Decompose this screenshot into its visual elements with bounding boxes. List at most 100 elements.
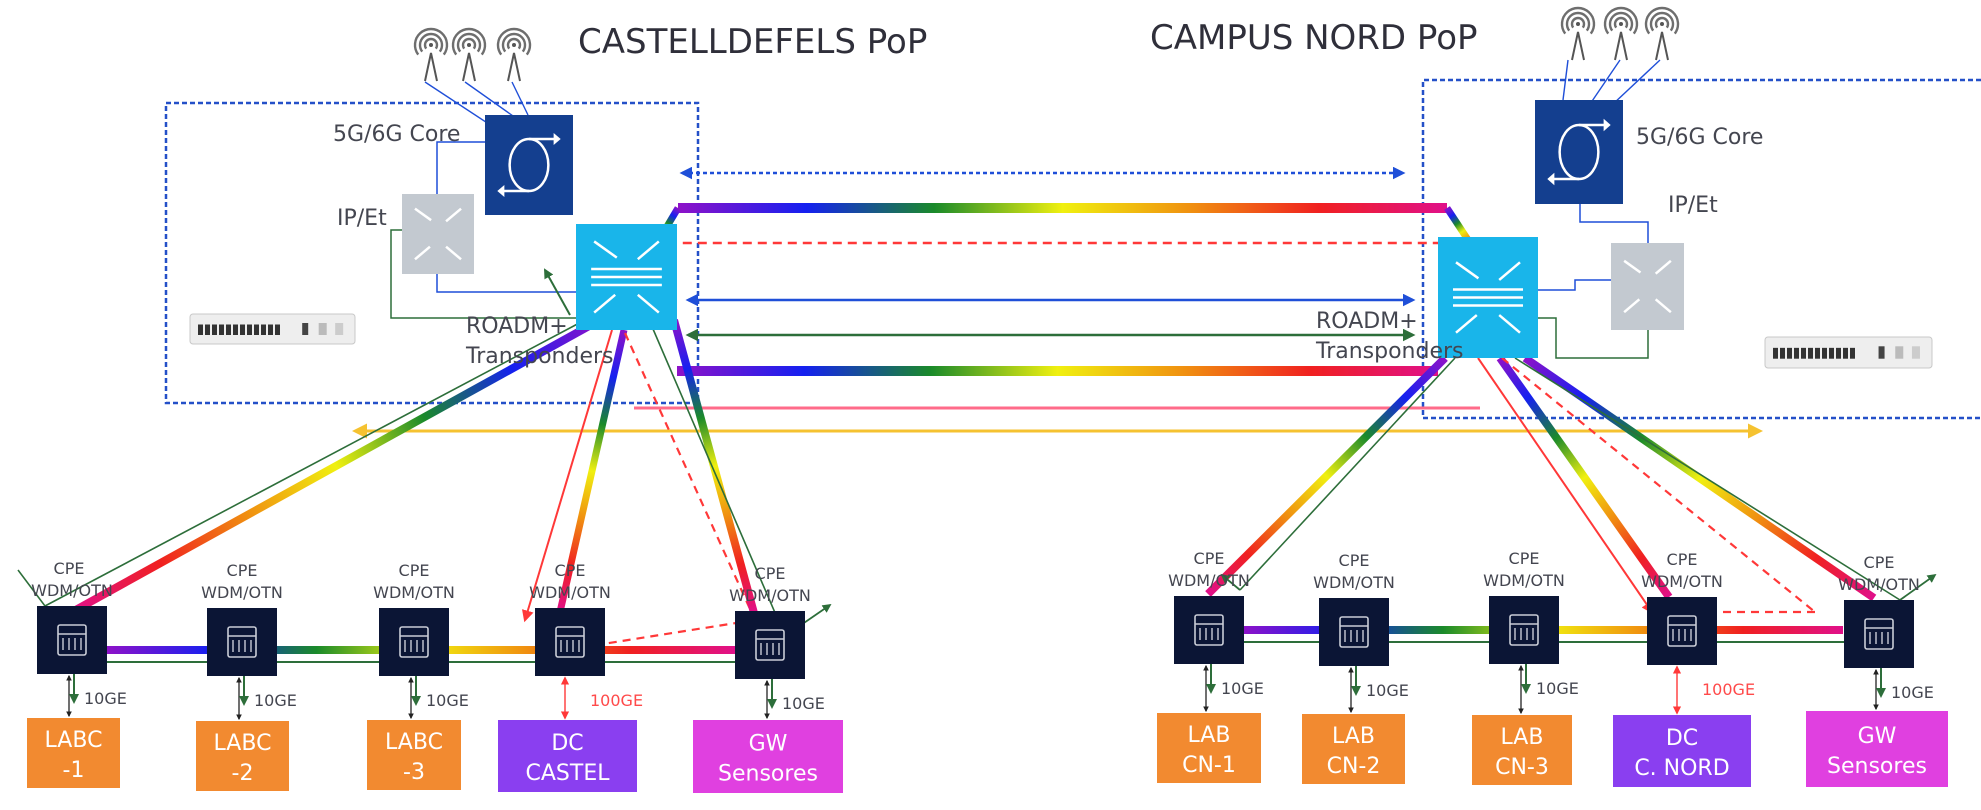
ip-to-roadm-green-link <box>390 229 586 319</box>
antenna-wave <box>1560 6 1596 35</box>
cpe-label: WDM/OTN <box>31 581 113 600</box>
core-box <box>1535 100 1623 204</box>
switch-port <box>1836 347 1841 359</box>
antenna-wave <box>1644 6 1680 35</box>
switch-port <box>1829 347 1834 359</box>
ip-router-box <box>1611 243 1684 330</box>
cn-cpe-3 <box>1489 596 1559 664</box>
switch-port <box>198 324 203 335</box>
castel-cpe-1 <box>37 606 107 674</box>
red-dashed-link-gw <box>623 332 757 621</box>
rainbow-wdm-link-gw-castel <box>670 318 758 615</box>
green-arrow-castel <box>544 268 571 316</box>
switch-port <box>205 324 210 335</box>
ethernet-switch-castelldefels <box>189 313 356 345</box>
antenna-wave <box>1603 6 1639 35</box>
site-label-line2: Sensores <box>718 762 818 787</box>
antenna-wave <box>1654 16 1670 29</box>
cpe-device-icon <box>1667 615 1697 647</box>
antenna-mast <box>507 52 521 82</box>
pop-title-campus-nord: CAMPUS NORD PoP <box>1150 18 1478 58</box>
ip-to-roadm-link <box>436 274 576 293</box>
site-label-line2: -2 <box>232 761 254 786</box>
green-arrow-gw-cn <box>1899 573 1937 601</box>
cpe-device-icon <box>227 626 257 658</box>
link-speed-label: 100GE <box>1702 680 1755 699</box>
rainbow-wdm-link-dc-cn <box>1496 355 1673 600</box>
radio-antenna-icon <box>1644 6 1680 61</box>
roadm-castelldefels <box>576 224 677 330</box>
radio-antenna-icon <box>413 27 449 82</box>
switch-port <box>1843 347 1848 359</box>
green-arrow-cn1 <box>1220 573 1241 591</box>
site-box <box>1157 713 1261 783</box>
cpe-box <box>1174 596 1244 664</box>
pop-boundary-castelldefels <box>164 101 700 405</box>
switch-port <box>1808 347 1813 359</box>
site-lab: LABC-2 <box>196 721 289 791</box>
core-label-castelldefels: 5G/6G Core <box>333 122 460 147</box>
site-box <box>498 720 637 792</box>
rainbow-wdm-link-cpe1 <box>70 316 602 616</box>
cn-cpe-1 <box>1174 596 1244 664</box>
ip-router-castelldefels <box>402 194 474 274</box>
antenna-dot <box>1619 22 1623 26</box>
antenna-link <box>1611 59 1661 106</box>
cpe-device-icon <box>399 626 429 658</box>
arrow-sw-icon <box>637 240 660 261</box>
castel-cpe-3 <box>379 608 449 676</box>
antenna-wave <box>1613 16 1629 29</box>
antenna-mast <box>1655 31 1669 61</box>
antenna-dot <box>512 43 516 47</box>
antenna-dot <box>1576 22 1580 26</box>
site-label-line1: DC <box>551 731 583 756</box>
arrow-se-icon <box>445 245 462 261</box>
core-arrowhead <box>1603 118 1611 132</box>
site-label-line1: DC <box>1666 726 1698 751</box>
antenna-wave <box>1570 16 1586 29</box>
antenna-wave <box>1649 11 1675 32</box>
switch-port <box>1815 347 1820 359</box>
antenna-wave <box>1608 11 1634 32</box>
cpe-device-icon <box>1339 616 1369 648</box>
arrow-nw-icon <box>1455 261 1480 280</box>
site-lab: LABC-3 <box>367 720 461 790</box>
switch-port <box>1878 346 1885 359</box>
site-label-line1: LAB <box>1188 723 1231 748</box>
antenna-wave <box>456 32 482 53</box>
antenna-wave <box>451 27 487 56</box>
antenna-link <box>1562 59 1569 101</box>
arrow-ne-icon <box>1623 298 1641 314</box>
site-label-line2: CASTEL <box>526 761 611 786</box>
site-label-line2: -1 <box>63 758 85 783</box>
radio-antenna-icon <box>451 27 487 82</box>
link-speed-label: 10GE <box>1891 683 1934 702</box>
ip-to-roadm-link <box>1538 279 1611 291</box>
cpe-label: CPE <box>227 561 258 580</box>
green-link-gw-castel <box>649 321 786 637</box>
cpe-device-icon <box>1864 618 1894 650</box>
red-link-dc-castel <box>522 329 613 623</box>
core-5g6g-campus-nord <box>1535 100 1623 204</box>
switch-port <box>261 324 266 335</box>
cpe-box <box>1319 598 1389 666</box>
cn-cpe-2 <box>1319 598 1389 666</box>
antenna-dot <box>1660 22 1664 26</box>
site-label-line1: GW <box>749 732 788 757</box>
labels-layer: CPEWDM/OTN10GECPEWDM/OTN10GECPEWDM/OTN10… <box>31 549 1934 713</box>
core-box <box>485 115 573 215</box>
cpe-label: WDM/OTN <box>729 586 811 605</box>
site-box <box>1806 711 1948 787</box>
site-label-line2: CN-2 <box>1327 754 1381 779</box>
cpe-device-icon <box>1194 614 1224 646</box>
site-label-line2: CN-1 <box>1182 753 1236 778</box>
green-link-gw-cn <box>1514 357 1901 601</box>
switch-port <box>275 324 280 335</box>
site-label-line2: CN-3 <box>1495 755 1549 780</box>
red-dashed-link-gw-cn <box>1501 357 1816 613</box>
site-dc: DC CASTEL <box>498 720 637 792</box>
cpe-label: CPE <box>1667 550 1698 569</box>
switch-port <box>268 324 273 335</box>
site-box <box>693 720 843 793</box>
